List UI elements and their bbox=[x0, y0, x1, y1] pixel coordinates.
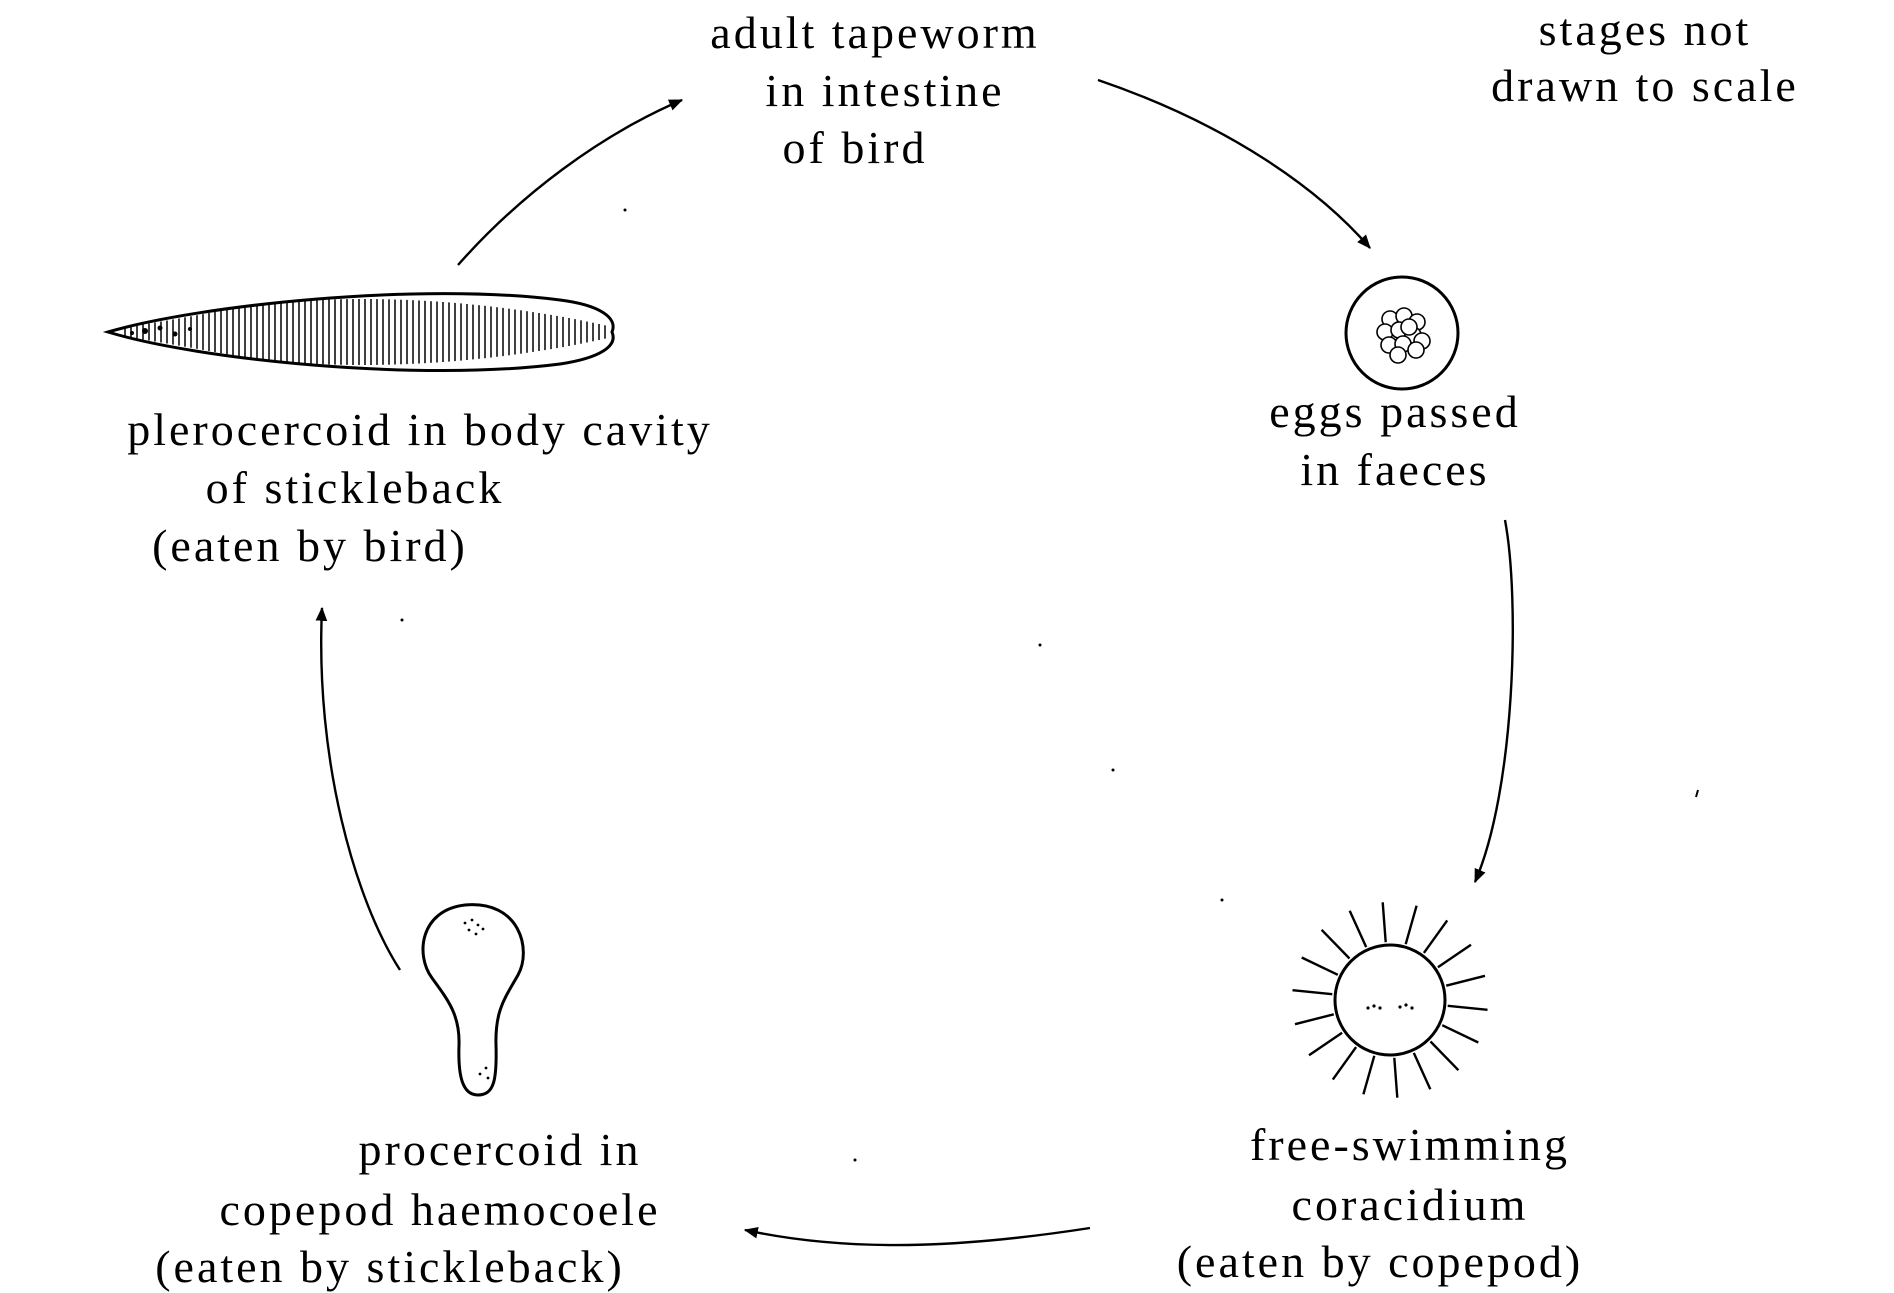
scale-note-line-1: stages not bbox=[1539, 4, 1752, 55]
arrow-procercoid-to-plerocercoid bbox=[321, 608, 400, 970]
plerocercoid-label-line-1: plerocercoid in body cavity bbox=[127, 404, 713, 455]
scale-note-line-2: drawn to scale bbox=[1491, 60, 1799, 111]
cycle-arrows bbox=[321, 80, 1513, 1245]
coracidium-icon bbox=[1293, 902, 1488, 1097]
procercoid-label-line-3: (eaten by stickleback) bbox=[155, 1241, 625, 1292]
coracidium-label-line-3: (eaten by copepod) bbox=[1177, 1236, 1584, 1287]
adult-label-line-1: adult tapeworm bbox=[710, 7, 1039, 58]
eggs-label-line-1: eggs passed bbox=[1269, 386, 1520, 437]
arrow-eggs-to-coracidium bbox=[1475, 520, 1513, 882]
plerocercoid-label-line-3: (eaten by bird) bbox=[152, 520, 468, 571]
eggs-label-line-2: in faeces bbox=[1300, 444, 1489, 495]
adult-label-line-2: in intestine bbox=[765, 65, 1004, 116]
adult-tapeworm-label: adult tapeworm in intestine of bird bbox=[710, 7, 1039, 173]
scale-note: stages not drawn to scale bbox=[1491, 4, 1799, 111]
plerocercoid-label: plerocercoid in body cavity of stickleba… bbox=[127, 404, 713, 571]
arrow-coracidium-to-procercoid bbox=[745, 1228, 1090, 1245]
coracidium-label-line-2: coracidium bbox=[1292, 1179, 1529, 1230]
plerocercoid-icon bbox=[108, 294, 613, 371]
arrow-adult-to-eggs bbox=[1098, 80, 1370, 248]
procercoid-icon bbox=[423, 905, 523, 1095]
arrow-plerocercoid-to-adult bbox=[458, 100, 682, 265]
coracidium-label: free-swimming coracidium (eaten by copep… bbox=[1177, 1119, 1584, 1287]
procercoid-label-line-1: procercoid in bbox=[359, 1124, 642, 1175]
eggs-label: eggs passed in faeces bbox=[1269, 386, 1520, 495]
procercoid-label-line-2: copepod haemocoele bbox=[220, 1184, 661, 1235]
adult-label-line-3: of bird bbox=[783, 122, 928, 173]
plerocercoid-label-line-2: of stickleback bbox=[206, 462, 505, 513]
procercoid-label: procercoid in copepod haemocoele (eaten … bbox=[155, 1124, 660, 1292]
coracidium-label-line-1: free-swimming bbox=[1250, 1119, 1570, 1170]
egg-icon bbox=[1346, 277, 1458, 389]
